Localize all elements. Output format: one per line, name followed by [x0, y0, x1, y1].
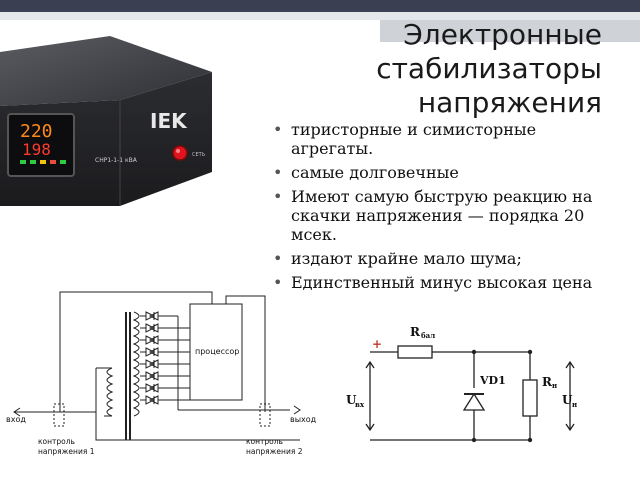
title-accent-bar: [380, 20, 640, 42]
r-load-sub: н: [552, 381, 557, 390]
processor-label: процессор: [195, 347, 239, 356]
control1-label-line1: контроль: [38, 437, 75, 446]
u-in-label: U: [346, 393, 357, 407]
stabilizer-photo: 220 198 IEK СНР1-1-1 кВА СЕТЬ: [0, 36, 212, 206]
bullet-item: самые долговечные: [271, 163, 611, 182]
bullet-item: Имеют самую быструю реакцию на скачки на…: [271, 187, 611, 244]
u-out-sub: н: [572, 400, 577, 409]
top-banner: [0, 0, 640, 20]
plus-sign: +: [372, 337, 382, 351]
input-label: вход: [6, 415, 26, 424]
power-label: СЕТЬ: [192, 152, 206, 158]
output-label: выход: [290, 415, 317, 424]
display-bottom-value: 198: [22, 140, 51, 159]
slide-title: Электронные стабилизаторы напряжения: [302, 18, 602, 120]
title-line-1: Электронные: [403, 18, 602, 51]
control1-label-line2: напряжения 1: [38, 447, 95, 456]
zener-circuit-diagram: + R бал VD1 R н U вх U н: [346, 325, 577, 443]
diode-label: VD1: [479, 374, 506, 387]
u-out-label: U: [562, 393, 573, 407]
power-button: [172, 145, 188, 161]
display-top-value: 220: [20, 121, 53, 142]
bullet-list: тиристорные и симисторные агрегаты. самы…: [271, 120, 611, 297]
control2-label-line2: напряжения 2: [246, 447, 303, 456]
top-banner-stripe: [0, 12, 640, 20]
bullet-item: издают крайне мало шума;: [271, 249, 611, 268]
title-line-3: напряжения: [417, 86, 602, 119]
bullet-item: тиристорные и симисторные агрегаты.: [271, 120, 611, 158]
device-top: [0, 36, 212, 106]
thyristor-circuit-diagram: процессор вход выход контроль напряжения…: [6, 291, 317, 456]
r-load-label: R: [542, 375, 553, 389]
u-in-sub: вх: [355, 400, 365, 409]
title-line-2: стабилизаторы: [376, 52, 602, 85]
bullet-item: Единственный минус высокая цена: [271, 273, 611, 292]
control2-label-line1: контроль: [246, 437, 283, 446]
r-ballast-label: R: [410, 325, 421, 339]
model-label: СНР1-1-1 кВА: [95, 157, 138, 164]
brand-logo: IEK: [150, 109, 188, 133]
r-ballast-sub: бал: [421, 331, 435, 340]
